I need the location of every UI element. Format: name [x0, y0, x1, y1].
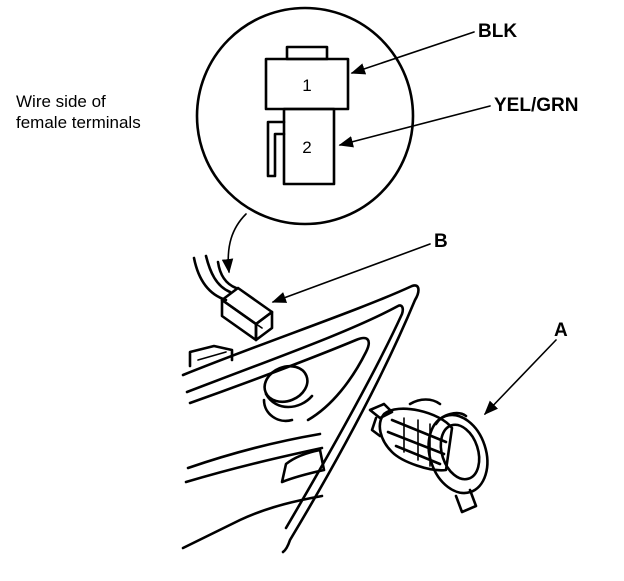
- terminal-1: 1: [302, 76, 311, 95]
- callout-caption-line2: female terminals: [16, 113, 141, 132]
- label-yel-grn: YEL/GRN: [494, 95, 578, 116]
- leader-b: [271, 243, 431, 303]
- accessory-socket-a: [368, 398, 489, 514]
- callout-pointer-arrow: [221, 213, 247, 274]
- callout-caption-line1: Wire side of: [16, 92, 106, 111]
- terminal-2-label: 2: [302, 138, 311, 157]
- label-b: B: [434, 231, 448, 252]
- terminal-1-label: 1: [302, 76, 311, 95]
- connector-face: [264, 45, 350, 186]
- connector-b: [220, 286, 274, 342]
- label-blk: BLK: [478, 21, 517, 42]
- wire-harness: [192, 254, 238, 302]
- terminal-2: 2: [302, 138, 311, 157]
- leader-a: [484, 339, 557, 416]
- leader-blk: [350, 31, 475, 75]
- callout-circle: [195, 6, 415, 226]
- label-a: A: [554, 320, 568, 341]
- dashboard-panel: [181, 284, 420, 554]
- leader-yel-grn: [338, 105, 491, 148]
